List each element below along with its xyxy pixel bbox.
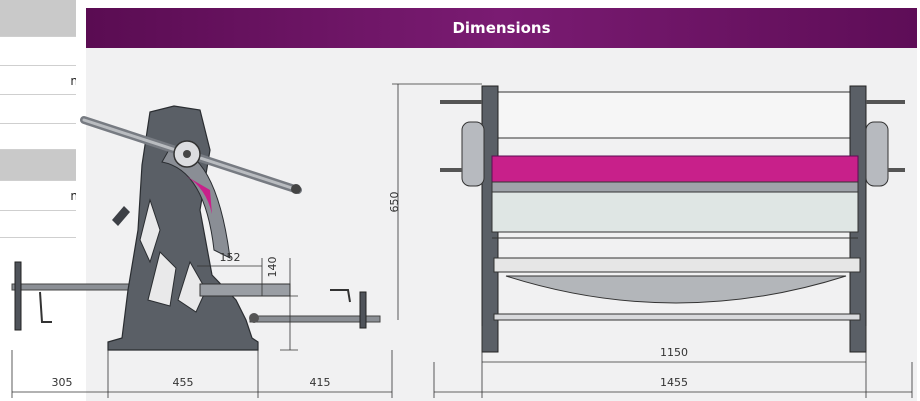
side-view-machine — [11, 105, 381, 351]
side-handle-left — [14, 261, 22, 331]
frame-cutout — [139, 198, 161, 264]
spec-cell: n — [70, 74, 76, 88]
side-handle-right — [359, 291, 367, 329]
side-magenta-part — [186, 176, 212, 214]
spec-row — [0, 211, 76, 238]
spec-cell: n — [70, 189, 76, 203]
dim-label-140: 140 — [266, 257, 279, 278]
front-magenta-clamp — [491, 155, 859, 183]
front-top-roll — [493, 91, 861, 139]
section-header: Dimensions — [86, 8, 917, 48]
side-rod-left — [11, 283, 131, 291]
front-lower-roll — [493, 257, 861, 273]
side-dimension-lines — [11, 258, 393, 398]
dim-label-152: 152 — [220, 251, 241, 264]
front-view-machine — [440, 85, 905, 353]
dim-label-1150: 1150 — [660, 346, 688, 359]
side-clamp-knob — [112, 206, 130, 226]
dim-label-305: 305 — [52, 376, 73, 389]
front-lower-tray — [505, 275, 847, 304]
side-handle-hook-right — [330, 289, 351, 303]
frame-cutout — [147, 251, 177, 307]
front-blade-area — [491, 191, 859, 233]
side-table — [199, 283, 291, 297]
dim-label-650: 650 — [388, 192, 401, 213]
front-clamp-rail — [491, 181, 859, 193]
front-wheel-left — [461, 121, 485, 187]
section-title: Dimensions — [452, 19, 551, 37]
spec-row — [0, 37, 76, 66]
spec-header-row — [0, 0, 76, 37]
front-base-bar — [493, 313, 861, 321]
spec-table: n n — [0, 0, 76, 238]
spec-row — [0, 95, 76, 124]
side-screw — [249, 313, 259, 323]
spec-row: n — [0, 181, 76, 211]
spec-row: n — [0, 66, 76, 95]
front-wheel-right — [865, 121, 889, 187]
front-dimension-lines — [392, 83, 913, 398]
side-lever-knob — [291, 184, 301, 194]
dim-label-455: 455 — [173, 376, 194, 389]
dim-label-415: 415 — [310, 376, 331, 389]
spec-row — [0, 124, 76, 150]
side-pivot-hub — [183, 150, 191, 158]
side-handle-hook — [39, 291, 52, 323]
spec-header-row — [0, 150, 76, 181]
dim-label-1455: 1455 — [660, 376, 688, 389]
